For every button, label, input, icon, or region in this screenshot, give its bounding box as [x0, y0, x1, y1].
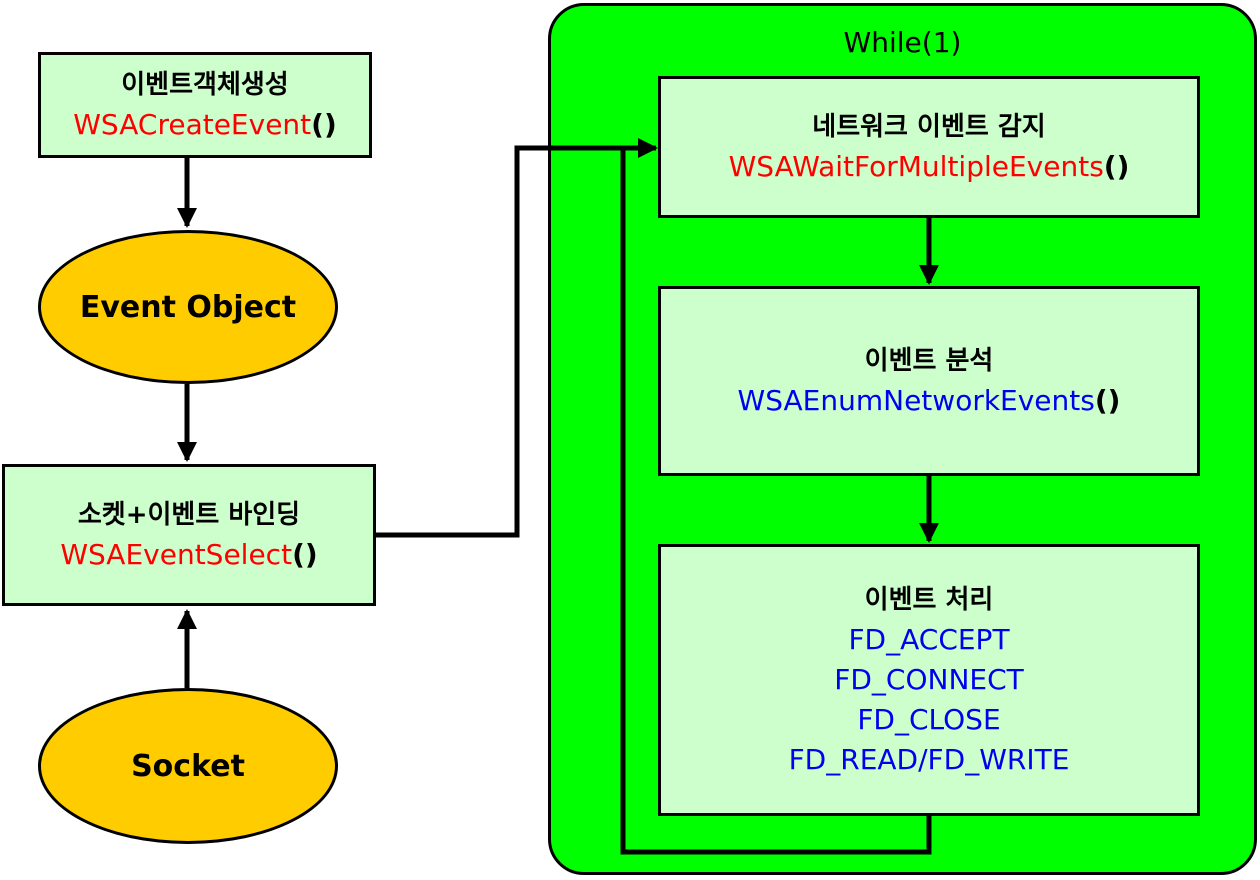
handle-item: FD_CONNECT — [834, 663, 1024, 696]
while-loop-label: While(1) — [843, 26, 962, 59]
bind-function: WSAEventSelect() — [60, 535, 317, 575]
bind-func-name: WSAEventSelect — [60, 538, 293, 571]
event-object-label: Event Object — [79, 289, 297, 325]
handle-item: FD_READ/FD_WRITE — [788, 743, 1070, 776]
wait-function: WSAWaitForMultipleEvents() — [729, 147, 1130, 187]
create-event-parens: () — [311, 108, 337, 141]
analyze-function: WSAEnumNetworkEvents() — [738, 381, 1121, 421]
analyze-func-name: WSAEnumNetworkEvents — [737, 384, 1095, 417]
bind-title: 소켓+이벤트 바인딩 — [77, 500, 301, 530]
bind-box: 소켓+이벤트 바인딩 WSAEventSelect() — [2, 464, 376, 606]
wait-title: 네트워크 이벤트 감지 — [812, 112, 1046, 142]
handle-item: FD_ACCEPT — [848, 623, 1010, 656]
loop-back-line — [620, 148, 932, 855]
analyze-box: 이벤트 분석 WSAEnumNetworkEvents() — [658, 286, 1200, 476]
handle-item: FD_CLOSE — [857, 703, 1001, 736]
bind-parens: () — [292, 538, 318, 571]
analyze-title: 이벤트 분석 — [864, 346, 994, 376]
arrow-bind-to-wait — [375, 138, 658, 538]
socket-ellipse: Socket — [38, 688, 338, 844]
wait-parens: () — [1103, 150, 1130, 183]
create-event-box: 이벤트객체생성 WSACreateEvent() — [38, 52, 372, 158]
create-event-func-name: WSACreateEvent — [73, 108, 312, 141]
create-event-function: WSACreateEvent() — [73, 105, 336, 145]
event-object-ellipse: Event Object — [38, 230, 338, 384]
handle-box: 이벤트 처리 FD_ACCEPT FD_CONNECT FD_CLOSE FD_… — [658, 544, 1200, 816]
socket-label: Socket — [131, 748, 245, 784]
handle-title: 이벤트 처리 — [864, 585, 994, 615]
create-event-title: 이벤트객체생성 — [121, 70, 289, 100]
wait-func-name: WSAWaitForMultipleEvents — [728, 150, 1104, 183]
wait-box: 네트워크 이벤트 감지 WSAWaitForMultipleEvents() — [658, 76, 1200, 218]
analyze-parens: () — [1094, 384, 1121, 417]
